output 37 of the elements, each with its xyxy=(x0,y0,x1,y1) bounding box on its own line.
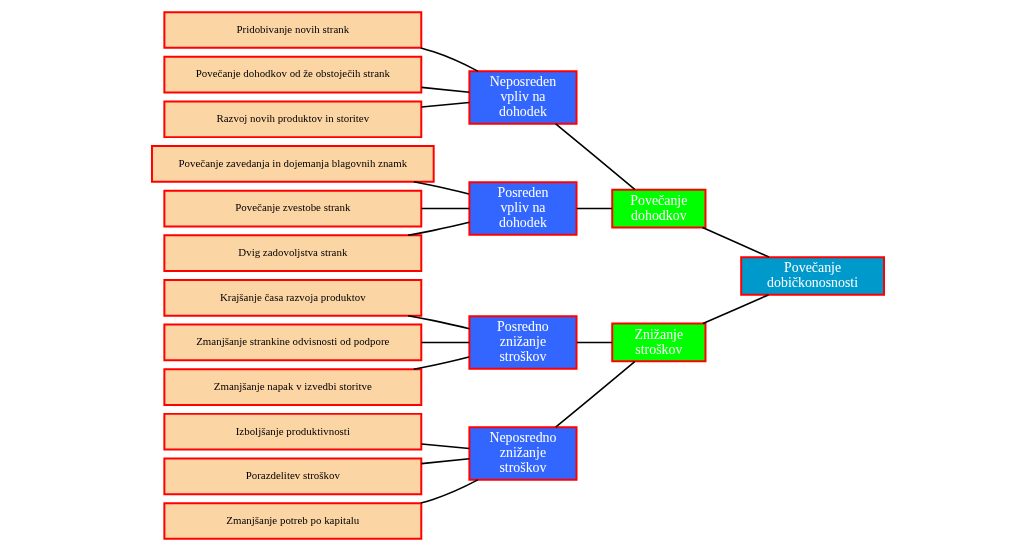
node-box: Razvoj novih produktov in storitev xyxy=(162,100,422,139)
node-box: Povečanje zavedanja in dojemanja blagovnih znamk xyxy=(150,145,435,183)
connector xyxy=(701,294,769,325)
connector xyxy=(419,47,479,72)
node-box: Zmanjšanje napak v izvedbi storitve xyxy=(162,368,422,406)
node-box: Posreden vpliv na dohodek xyxy=(467,181,577,236)
node-box: Povečanje dobičkonosnosti xyxy=(739,256,885,296)
connector xyxy=(575,207,613,210)
node-box: Povečanje dohodkov xyxy=(610,188,706,229)
connector xyxy=(412,181,470,195)
node-box: Dvig zadovoljstva strank xyxy=(162,234,422,273)
connector xyxy=(420,443,470,450)
connector xyxy=(554,360,636,429)
connector xyxy=(406,221,470,237)
node-box: Izboljšanje produktivnosti xyxy=(162,412,422,451)
node-box: Porazdelitev stroškov xyxy=(162,457,422,496)
connector xyxy=(406,314,470,330)
connector xyxy=(575,341,613,344)
node-box: Neposreden vpliv na dohodek xyxy=(467,70,577,125)
node-box: Krajšanje časa razvoja produktov xyxy=(162,278,422,317)
node-box: Znižanje stroškov xyxy=(610,322,706,363)
connector xyxy=(420,458,470,465)
node-box: Zmanjšanje strankine odvisnosti od podpore xyxy=(162,323,422,362)
connector xyxy=(554,122,636,191)
node-box: Povečanje zvestobe strank xyxy=(162,189,422,228)
node-box: Neposredno znižanje stroškov xyxy=(467,426,577,481)
connector xyxy=(420,207,470,210)
connector xyxy=(420,341,470,344)
connector xyxy=(419,479,479,504)
connector xyxy=(420,101,470,108)
node-box: Povečanje dohodkov od že obstoječih strank xyxy=(162,55,422,94)
node-box: Pridobivanje novih strank xyxy=(162,11,422,49)
connector xyxy=(412,356,470,370)
node-box: Posredno znižanje stroškov xyxy=(467,315,577,370)
connector xyxy=(701,226,770,258)
connector xyxy=(420,86,470,93)
node-box: Zmanjšanje potreb po kapitalu xyxy=(162,502,422,540)
